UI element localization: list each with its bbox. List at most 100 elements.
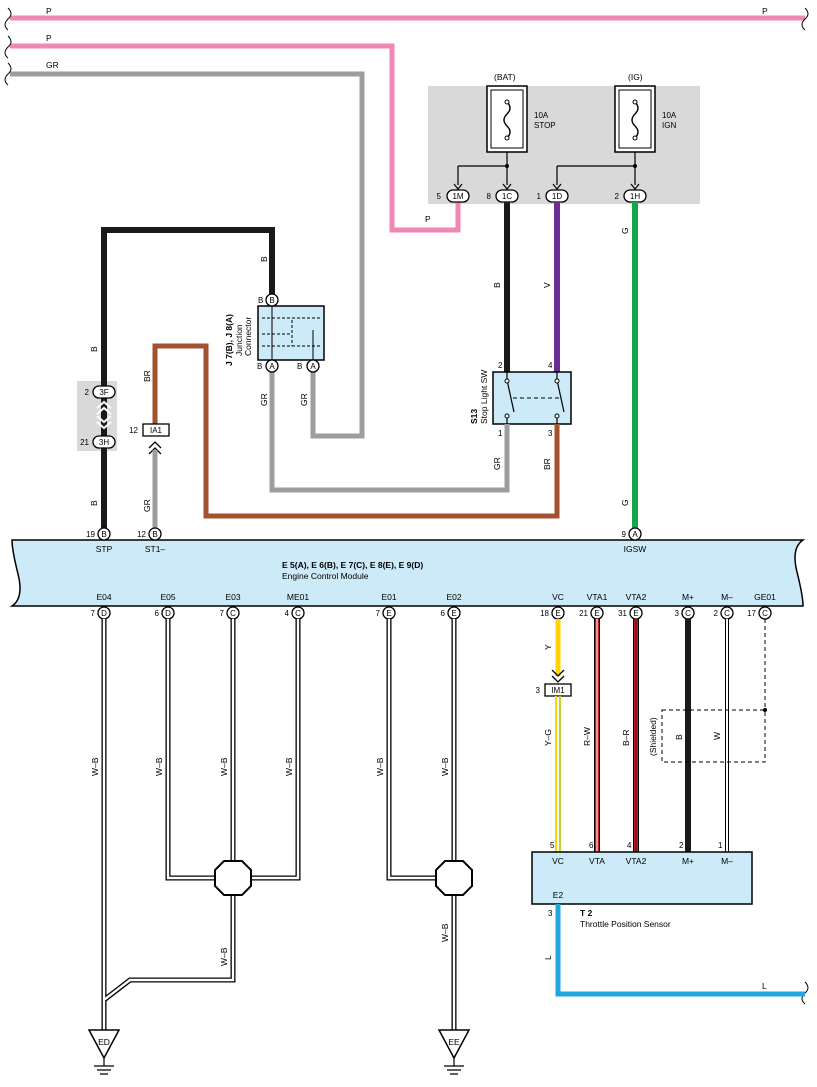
fuse-amp: 10A xyxy=(534,111,549,120)
splice-point xyxy=(435,860,473,896)
wire-break-mark-left xyxy=(4,7,12,86)
sensor-pin-label: VTA xyxy=(589,856,605,866)
ground-label: ED xyxy=(98,1037,110,1047)
pin-code: C xyxy=(230,609,236,618)
wire-label: W–B xyxy=(440,757,450,776)
ground-label: EE xyxy=(448,1037,460,1047)
fuse-box-pins: 1M 5 1C 8 1D 1 1H 2 xyxy=(437,183,647,203)
engine-control-module: E 5(A), E 6(B), E 7(C), E 8(E), E 9(D) E… xyxy=(9,539,806,607)
pin-code: C xyxy=(762,609,768,618)
wire-label: W xyxy=(712,732,722,740)
pin-label: M+ xyxy=(682,592,694,602)
wire-label: GR xyxy=(492,457,502,470)
pin-label: E01 xyxy=(381,592,396,602)
pin-label: ST1– xyxy=(145,544,166,554)
sensor-name: Throttle Position Sensor xyxy=(580,919,671,929)
shield-dashed xyxy=(661,619,766,763)
pin-label: E05 xyxy=(160,592,175,602)
pin-number: 18 xyxy=(540,609,549,618)
pin-number: 21 xyxy=(579,609,588,618)
pin-label: E02 xyxy=(446,592,461,602)
pin-number: 7 xyxy=(376,609,381,618)
wire-label: V xyxy=(542,282,552,288)
wire-label: W–B xyxy=(440,923,450,942)
switch-pin: 1 xyxy=(498,429,503,438)
sensor-pin-num: 4 xyxy=(627,841,632,850)
wire-label: W–B xyxy=(219,947,229,966)
sensor-pin-label: M+ xyxy=(682,856,694,866)
junction-id: J 7(B), J 8(A) xyxy=(224,314,234,366)
sensor-pin-label: M– xyxy=(721,856,733,866)
switch-pin: 4 xyxy=(548,361,553,370)
pin-number: 19 xyxy=(86,530,95,539)
throttle-position-sensor: 5 6 4 2 1 VC VTA VTA2 M+ M– E2 3 T 2 Thr… xyxy=(531,841,753,929)
wire-label: Y xyxy=(543,644,553,650)
connector-ia1: IA1 12 xyxy=(129,423,170,455)
pin-code: IM1 xyxy=(551,686,565,695)
connector-pin: 1M 5 xyxy=(437,189,470,203)
pin-code: 1M xyxy=(452,192,463,201)
wire-label: P xyxy=(425,214,431,224)
ecm-bottom-pins: E04 D 7 E05 D 6 E03 C 7 ME01 C 4 E01 E 7… xyxy=(91,592,776,620)
pin-number: 2 xyxy=(85,388,90,397)
pin-number: 8 xyxy=(487,192,492,201)
splice-point xyxy=(214,860,252,896)
pin-code: 1H xyxy=(630,192,640,201)
pin-label: M– xyxy=(721,592,733,602)
sensor-pin-label: VTA2 xyxy=(626,856,647,866)
pin-number: 2 xyxy=(615,192,620,201)
wire-label: W–B xyxy=(375,757,385,776)
pin-code: E xyxy=(594,609,599,618)
fuse-name: IGN xyxy=(662,121,676,130)
wire-label: (Shielded) xyxy=(648,717,658,756)
wire-label: B xyxy=(674,734,684,740)
sensor-pin-num: 3 xyxy=(548,909,553,918)
connector-3f-3h: 3F 2 3H 21 xyxy=(80,385,116,449)
pin-code: C xyxy=(685,609,691,618)
wire-label: B xyxy=(259,256,269,262)
pin-code: D xyxy=(101,609,107,618)
ecm-top-pins: B 19 STP B 12 ST1– A 9 IGSW xyxy=(86,527,646,554)
ecm-ids: E 5(A), E 6(B), E 7(C), E 8(E), E 9(D) xyxy=(282,560,423,570)
wire-gr-stop-out xyxy=(269,372,510,493)
pin-code: D xyxy=(165,609,171,618)
wire-label: GR xyxy=(299,393,309,406)
fuse-source-label: (BAT) xyxy=(494,72,516,82)
pin-number: 17 xyxy=(747,609,756,618)
wire-label: R–W xyxy=(582,727,592,746)
pin-label: E03 xyxy=(225,592,240,602)
sensor-pin-num: 2 xyxy=(679,841,684,850)
pin-prefix: B xyxy=(297,362,302,371)
pin-code: E xyxy=(386,609,391,618)
sensor-pin-label: VC xyxy=(552,856,564,866)
pin-label: VTA2 xyxy=(626,592,647,602)
pin-code: B xyxy=(101,530,106,539)
pin-label: GE01 xyxy=(754,592,776,602)
pin-code: A xyxy=(632,530,638,539)
pin-prefix: B xyxy=(257,362,262,371)
pin-code: 3H xyxy=(99,438,109,447)
fuse-ign: (IG) 10A IGN xyxy=(556,72,677,185)
pin-number: 12 xyxy=(137,530,146,539)
sensor-id: T 2 xyxy=(580,908,593,918)
fuse-name: STOP xyxy=(534,121,556,130)
pin-number: 6 xyxy=(155,609,160,618)
pin-code: E xyxy=(555,609,560,618)
wire-label: B–R xyxy=(621,729,631,746)
pin-number: 31 xyxy=(618,609,627,618)
wire-label: G xyxy=(620,227,630,234)
wire-label: BR xyxy=(542,458,552,470)
pin-code: E xyxy=(451,609,456,618)
wire-label: L xyxy=(762,981,767,991)
sensor-pin-label: E2 xyxy=(553,890,564,900)
pin-code: 1D xyxy=(552,192,562,201)
ecm-name: Engine Control Module xyxy=(282,571,369,581)
pin-code: B xyxy=(269,296,274,305)
wire-label: P xyxy=(46,6,52,16)
pin-number: 1 xyxy=(537,192,542,201)
pin-number: 5 xyxy=(437,192,442,201)
sensor-pin-num: 5 xyxy=(550,841,555,850)
sensor-pin-num: 1 xyxy=(718,841,723,850)
wire-label: B xyxy=(89,500,99,506)
